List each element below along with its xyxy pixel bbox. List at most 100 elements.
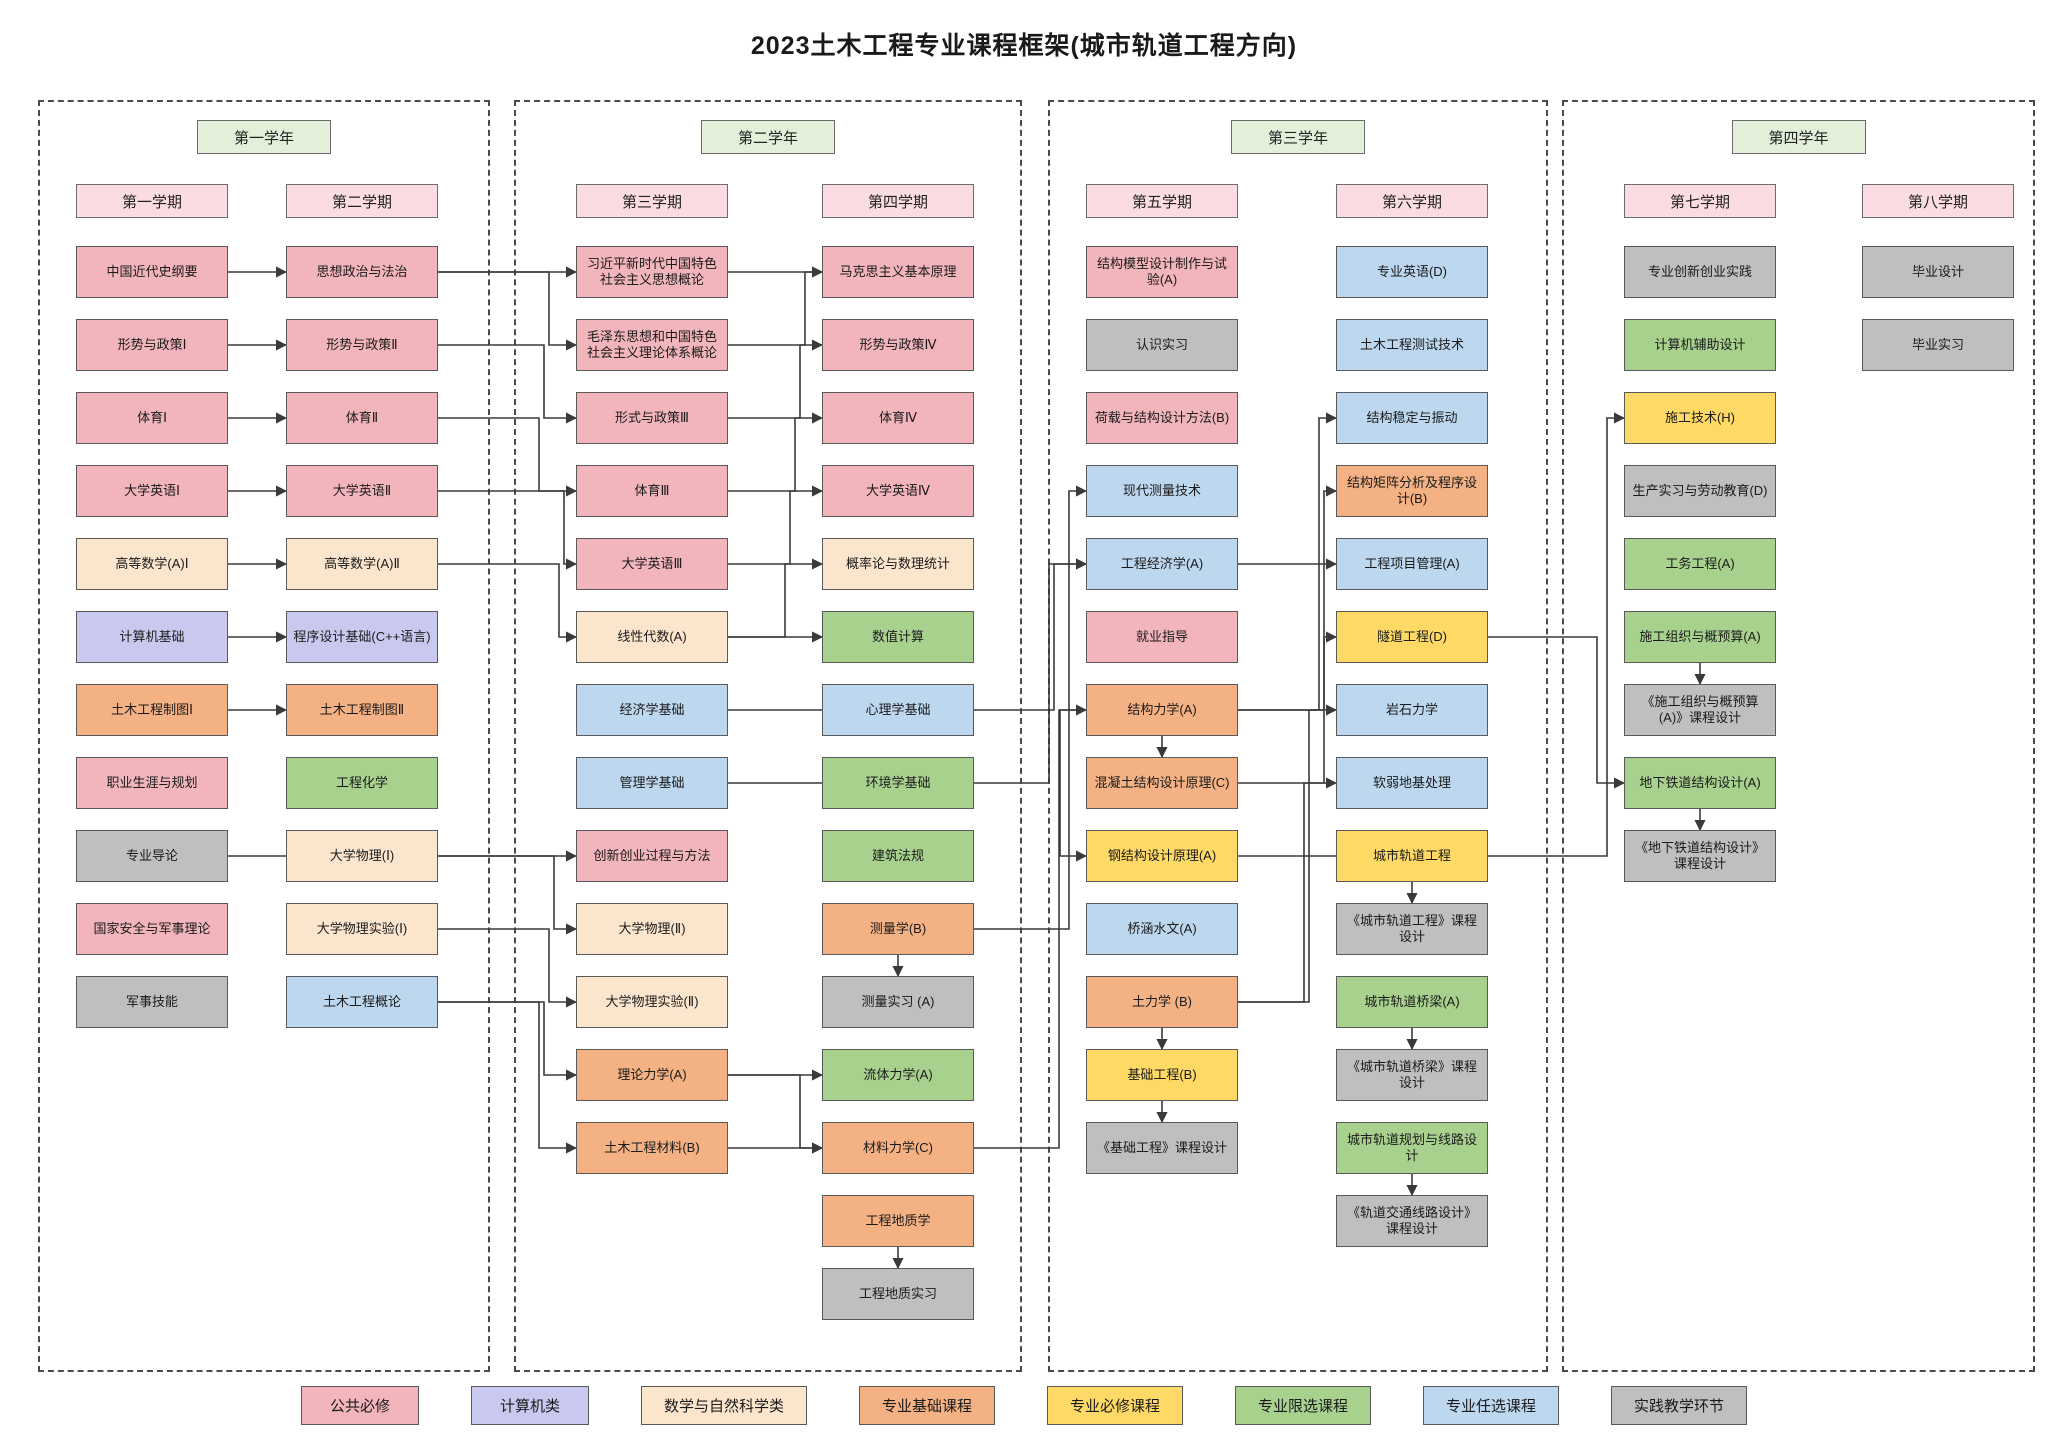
course-tiyu1: 体育Ⅰ bbox=[76, 392, 228, 444]
course-tiyu2: 体育Ⅱ bbox=[286, 392, 438, 444]
course-guidaokcsj: 《城市轨道工程》课程设计 bbox=[1336, 903, 1488, 955]
course-gongchengjingjixue: 工程经济学(A) bbox=[1086, 538, 1238, 590]
course-daxuewuli2: 大学物理(Ⅱ) bbox=[576, 903, 728, 955]
year-label: 第四学年 bbox=[1731, 120, 1866, 154]
semester-label: 第六学期 bbox=[1336, 184, 1488, 218]
course-tulixue: 土力学 (B) bbox=[1086, 976, 1238, 1028]
course-gaoshu1: 高等数学(A)Ⅰ bbox=[76, 538, 228, 590]
year-column-1 bbox=[38, 100, 490, 1372]
edge-yingyu2-to-yingyu3 bbox=[438, 490, 578, 570]
course-guidaoqiaoliang: 城市轨道桥梁(A) bbox=[1336, 976, 1488, 1028]
course-biyeshixi: 毕业实习 bbox=[1862, 319, 2014, 371]
legend-item-prolimit: 专业限选课程 bbox=[1235, 1386, 1372, 1425]
course-xianxingdaishu: 线性代数(A) bbox=[576, 611, 728, 663]
legend-item-public: 公共必修 bbox=[300, 1386, 419, 1425]
course-yingyu4: 大学英语Ⅳ bbox=[822, 465, 974, 517]
semester-label: 第一学期 bbox=[76, 184, 228, 218]
course-celiangshixi: 测量实习 (A) bbox=[822, 976, 974, 1028]
course-hunningtu: 混凝土结构设计原理(C) bbox=[1086, 757, 1238, 809]
course-junshijineng: 军事技能 bbox=[76, 976, 228, 1028]
course-shengchanshixi: 生产实习与劳动教育(D) bbox=[1624, 465, 1776, 517]
course-makesizhuyi: 马克思主义基本原理 bbox=[822, 246, 974, 298]
course-guojiaanquan: 国家安全与军事理论 bbox=[76, 903, 228, 955]
edge-lilunlixue-to-caililixue bbox=[728, 1074, 824, 1154]
course-huanjingxuejichu: 环境学基础 bbox=[822, 757, 974, 809]
edge-suidaogongcheng-to-ditiejiegou bbox=[1488, 636, 1626, 789]
edge-hunningtu-to-suidaogongcheng bbox=[1238, 631, 1338, 784]
edge-daxuewuli1-to-daxuewuli2 bbox=[438, 855, 578, 935]
course-dizhishixi: 工程地质实习 bbox=[822, 1268, 974, 1320]
course-jiegouwending: 结构稳定与振动 bbox=[1336, 392, 1488, 444]
edge-tulixue-to-ruanruodiji bbox=[1238, 777, 1338, 1003]
edge-jiegoulixue-to-jiegoujuzhen bbox=[1238, 485, 1338, 711]
edge-maozedong-to-makesizhuyi bbox=[728, 266, 824, 346]
course-biyesheji: 毕业设计 bbox=[1862, 246, 2014, 298]
semester-label: 第五学期 bbox=[1086, 184, 1238, 218]
course-celiangxue: 测量学(B) bbox=[822, 903, 974, 955]
year-label: 第一学年 bbox=[197, 120, 331, 154]
course-guidaoguihua: 城市轨道规划与线路设计 bbox=[1336, 1122, 1488, 1174]
course-jianzhufagui: 建筑法规 bbox=[822, 830, 974, 882]
course-chuangyeshijian: 专业创新创业实践 bbox=[1624, 246, 1776, 298]
course-yanshilixue: 岩石力学 bbox=[1336, 684, 1488, 736]
course-chengshiguidao: 城市轨道工程 bbox=[1336, 830, 1488, 882]
course-xingshi1: 形势与政策Ⅰ bbox=[76, 319, 228, 371]
course-guanlixuejichu: 管理学基础 bbox=[576, 757, 728, 809]
semester-label: 第七学期 bbox=[1624, 184, 1776, 218]
course-chengxusheji: 程序设计基础(C++语言) bbox=[286, 611, 438, 663]
course-ditiejiegou: 地下铁道结构设计(A) bbox=[1624, 757, 1776, 809]
course-zhiyeshengya: 职业生涯与规划 bbox=[76, 757, 228, 809]
course-ditiekcsj: 《地下铁道结构设计》课程设计 bbox=[1624, 830, 1776, 882]
course-zhitu1: 土木工程制图Ⅰ bbox=[76, 684, 228, 736]
course-qiaoliangkcsj: 《城市轨道桥梁》课程设计 bbox=[1336, 1049, 1488, 1101]
course-zhuanyeyingyu: 专业英语(D) bbox=[1336, 246, 1488, 298]
course-jiuyezhidao: 就业指导 bbox=[1086, 611, 1238, 663]
course-gaoshu2: 高等数学(A)Ⅱ bbox=[286, 538, 438, 590]
course-ruanruodiji: 软弱地基处理 bbox=[1336, 757, 1488, 809]
edge-jiegoulixue-to-gangjiegou bbox=[1059, 709, 1088, 862]
edge-tumugailun-to-tumucailiao bbox=[438, 1001, 578, 1154]
course-jichugongcheng: 基础工程(B) bbox=[1086, 1049, 1238, 1101]
edge-xingshi2-to-xingshi3 bbox=[438, 344, 578, 424]
course-jiegoujuzhen: 结构矩阵分析及程序设计(B) bbox=[1336, 465, 1488, 517]
course-zhuanyedaolun: 专业导论 bbox=[76, 830, 228, 882]
semester-label: 第八学期 bbox=[1862, 184, 2014, 218]
course-tumucailiao: 土木工程材料(B) bbox=[576, 1122, 728, 1174]
course-jingjixuejichu: 经济学基础 bbox=[576, 684, 728, 736]
course-gongwugongcheng: 工务工程(A) bbox=[1624, 538, 1776, 590]
course-liutilixue: 流体力学(A) bbox=[822, 1049, 974, 1101]
course-gongchengdizhixue: 工程地质学 bbox=[822, 1195, 974, 1247]
legend-item-practice: 实践教学环节 bbox=[1611, 1386, 1748, 1425]
course-maozedong: 毛泽东思想和中国特色社会主义理论体系概论 bbox=[576, 319, 728, 371]
course-qiaohanshuiwen: 桥涵水文(A) bbox=[1086, 903, 1238, 955]
course-gangjiegou: 钢结构设计原理(A) bbox=[1086, 830, 1238, 882]
course-xijinping: 习近平新时代中国特色社会主义思想概论 bbox=[576, 246, 728, 298]
course-yingyu3: 大学英语Ⅲ bbox=[576, 538, 728, 590]
course-caililixue: 材料力学(C) bbox=[822, 1122, 974, 1174]
edge-wulishiyan1-to-wulishiyan2 bbox=[438, 928, 578, 1008]
edge-gaoshu2-to-xianxingdaishu bbox=[438, 563, 578, 643]
edge-tiyu3-to-tiyu4 bbox=[728, 412, 824, 492]
course-yingyu1: 大学英语Ⅰ bbox=[76, 465, 228, 517]
course-sixiangzhengzhi: 思想政治与法治 bbox=[286, 246, 438, 298]
course-chuangxinchuangye: 创新创业过程与方法 bbox=[576, 830, 728, 882]
course-jindaishi: 中国近代史纲要 bbox=[76, 246, 228, 298]
course-suidaogongcheng: 隧道工程(D) bbox=[1336, 611, 1488, 663]
course-yingyu2: 大学英语Ⅱ bbox=[286, 465, 438, 517]
course-gailvlun: 概率论与数理统计 bbox=[822, 538, 974, 590]
legend-item-promust: 专业必修课程 bbox=[1046, 1386, 1183, 1425]
course-tiyu3: 体育Ⅲ bbox=[576, 465, 728, 517]
course-zhitu2: 土木工程制图Ⅱ bbox=[286, 684, 438, 736]
edge-tiyu2-to-tiyu3 bbox=[438, 417, 578, 497]
course-ceshijishu: 土木工程测试技术 bbox=[1336, 319, 1488, 371]
semester-label: 第三学期 bbox=[576, 184, 728, 218]
edge-sixiangzhengzhi-to-maozedong bbox=[438, 271, 578, 351]
course-shigongzuzhi: 施工组织与概预算(A) bbox=[1624, 611, 1776, 663]
course-shigongjishu: 施工技术(H) bbox=[1624, 392, 1776, 444]
semester-label: 第二学期 bbox=[286, 184, 438, 218]
course-jisuanjifuzhu: 计算机辅助设计 bbox=[1624, 319, 1776, 371]
course-lilunlixue: 理论力学(A) bbox=[576, 1049, 728, 1101]
page-title: 2023土木工程专业课程框架(城市轨道工程方向) bbox=[750, 32, 1298, 60]
course-hezaisheji: 荷载与结构设计方法(B) bbox=[1086, 392, 1238, 444]
